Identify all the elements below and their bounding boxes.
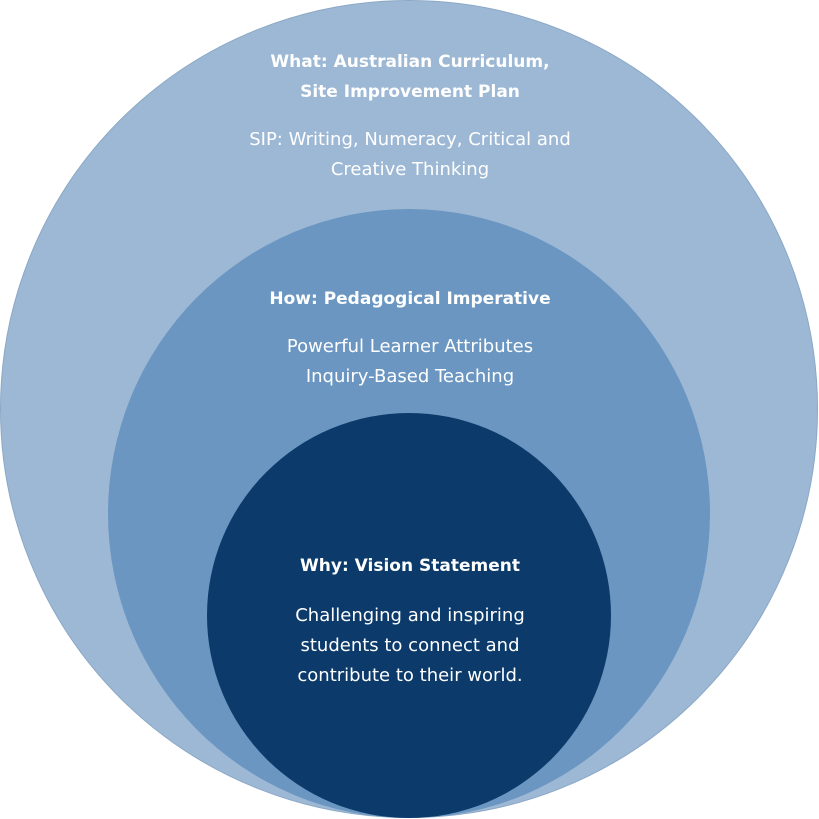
how-heading: How: Pedagogical Imperative: [210, 284, 610, 314]
why-body: Challenging and inspiring students to co…: [240, 601, 580, 691]
why-text-block: Why: Vision Statement Challenging and in…: [240, 551, 580, 691]
what-heading-line-1: What: Australian Curriculum,: [270, 52, 550, 72]
what-heading-line-2: Site Improvement Plan: [300, 82, 520, 102]
why-heading: Why: Vision Statement: [240, 551, 580, 581]
why-body-line-1: Challenging and inspiring: [295, 605, 525, 626]
why-heading-line-1: Why: Vision Statement: [300, 556, 520, 576]
inner-circle-why: [207, 413, 611, 818]
what-text-block: What: Australian Curriculum, Site Improv…: [210, 47, 610, 185]
how-body-line-2: Inquiry-Based Teaching: [305, 366, 515, 387]
what-body-line-1: SIP: Writing, Numeracy, Critical and: [249, 129, 571, 150]
why-body-line-2: students to connect and: [300, 635, 520, 656]
how-body-line-1: Powerful Learner Attributes: [286, 336, 534, 357]
why-body-line-3: contribute to their world.: [297, 665, 523, 686]
what-heading: What: Australian Curriculum, Site Improv…: [210, 47, 610, 107]
how-body: Powerful Learner Attributes Inquiry-Base…: [210, 332, 610, 392]
what-body-line-2: Creative Thinking: [330, 159, 490, 180]
how-heading-line-1: How: Pedagogical Imperative: [269, 289, 551, 309]
how-text-block: How: Pedagogical Imperative Powerful Lea…: [210, 284, 610, 392]
what-body: SIP: Writing, Numeracy, Critical and Cre…: [210, 125, 610, 185]
